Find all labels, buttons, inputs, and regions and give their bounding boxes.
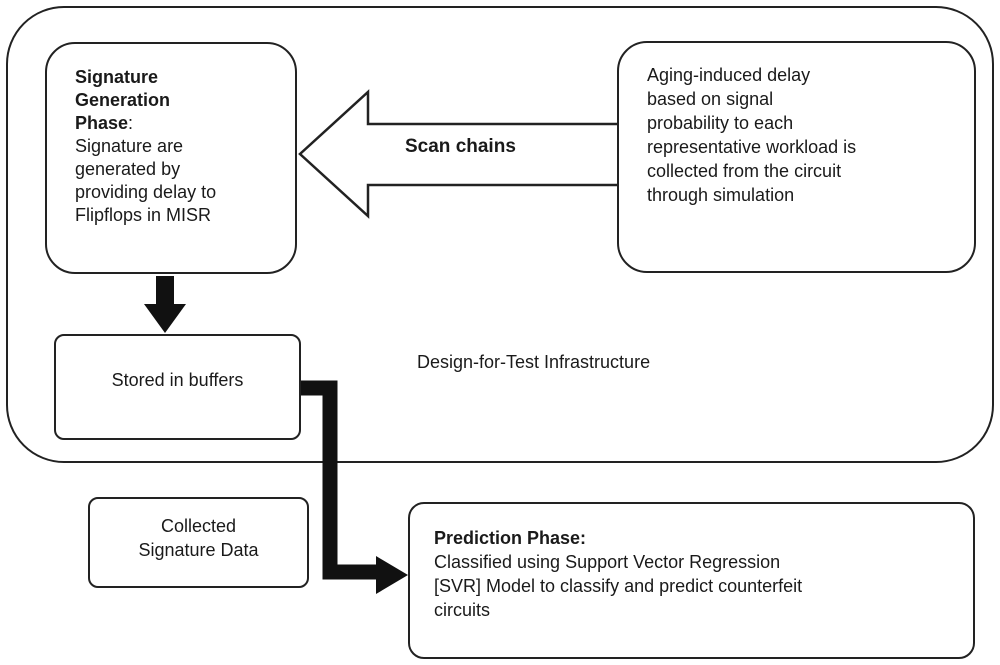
signature-body-line: Flipflops in MISR [75, 205, 212, 225]
prediction-line: circuits [434, 600, 491, 620]
signature-body-line: generated by [75, 159, 181, 179]
signature-body-line: Signature are [75, 136, 184, 156]
stored-in-buffers-box: Stored in buffers [54, 334, 301, 440]
signature-body-line: providing delay to [75, 182, 217, 202]
aging-delay-box: Aging-induced delay based on signal prob… [617, 41, 976, 273]
buffers-label: Stored in buffers [111, 370, 244, 390]
aging-line: probability to each [647, 113, 794, 133]
signature-generation-box: Signature Generation Phase: Signature ar… [45, 42, 297, 274]
scan-chains-arrow [298, 89, 617, 219]
aging-line: through simulation [647, 185, 795, 205]
dft-infrastructure-label: Design-for-Test Infrastructure [417, 352, 651, 372]
collected-signature-data-box: Collected Signature Data [88, 497, 309, 588]
aging-line: based on signal [647, 89, 774, 109]
prediction-line: [SVR] Model to classify and predict coun… [434, 576, 803, 596]
dft-infrastructure-container [6, 6, 994, 463]
scan-chains-label: Scan chains [405, 136, 516, 157]
signature-title-line: Phase [75, 113, 129, 133]
aging-line: collected from the circuit [647, 161, 842, 181]
elbow-arrow [301, 380, 408, 594]
collected-line: Signature Data [138, 540, 259, 560]
aging-line: representative workload is [647, 137, 857, 157]
signature-title-line-wrap: Phase: [75, 112, 285, 135]
prediction-title: Prediction Phase: [434, 528, 587, 548]
prediction-phase-box: Prediction Phase: Classified using Suppo… [408, 502, 975, 659]
signature-title-suffix: : [128, 113, 134, 133]
down-arrow [144, 276, 186, 333]
prediction-line: Classified using Support Vector Regressi… [434, 552, 781, 572]
collected-line: Collected [160, 516, 237, 536]
signature-title-line: Generation [75, 90, 171, 110]
signature-title-line: Signature [75, 67, 159, 87]
aging-line: Aging-induced delay [647, 65, 811, 85]
